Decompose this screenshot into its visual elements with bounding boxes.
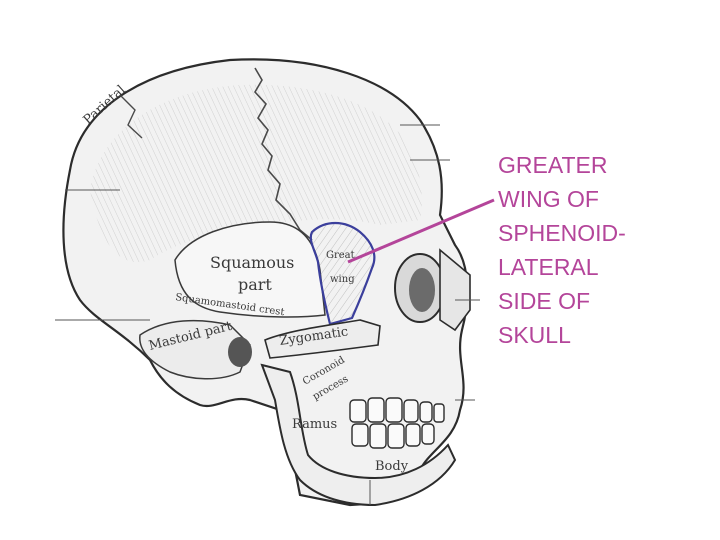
nasal-area [439, 248, 471, 332]
label-ramus: Ramus [292, 417, 337, 432]
vault-shading [90, 84, 422, 263]
callout-line-2: WING OF [498, 186, 599, 212]
callout-arrow [347, 198, 495, 264]
callout-line-4: LATERAL [498, 254, 599, 280]
callout-line-3: SPHENOID- [498, 220, 626, 246]
callout-text: GREATER WING OF SPHENOID- LATERAL SIDE O… [498, 148, 626, 352]
coronal-suture [254, 67, 313, 241]
teeth [349, 397, 445, 449]
callout-line-6: SKULL [498, 322, 571, 348]
label-squamous: Squamous [210, 253, 294, 272]
callout-line-5: SIDE OF [498, 288, 591, 314]
zygomatic-arch [264, 319, 381, 359]
greater-wing-outline [309, 221, 376, 326]
label-part: part [238, 275, 272, 294]
mastoid-region [139, 319, 251, 380]
callout-line-1: GREATER [498, 152, 608, 178]
label-wing: wing [330, 274, 355, 285]
label-body: Body [375, 459, 409, 474]
mandible [260, 363, 457, 507]
label-greater: Great [326, 250, 355, 261]
